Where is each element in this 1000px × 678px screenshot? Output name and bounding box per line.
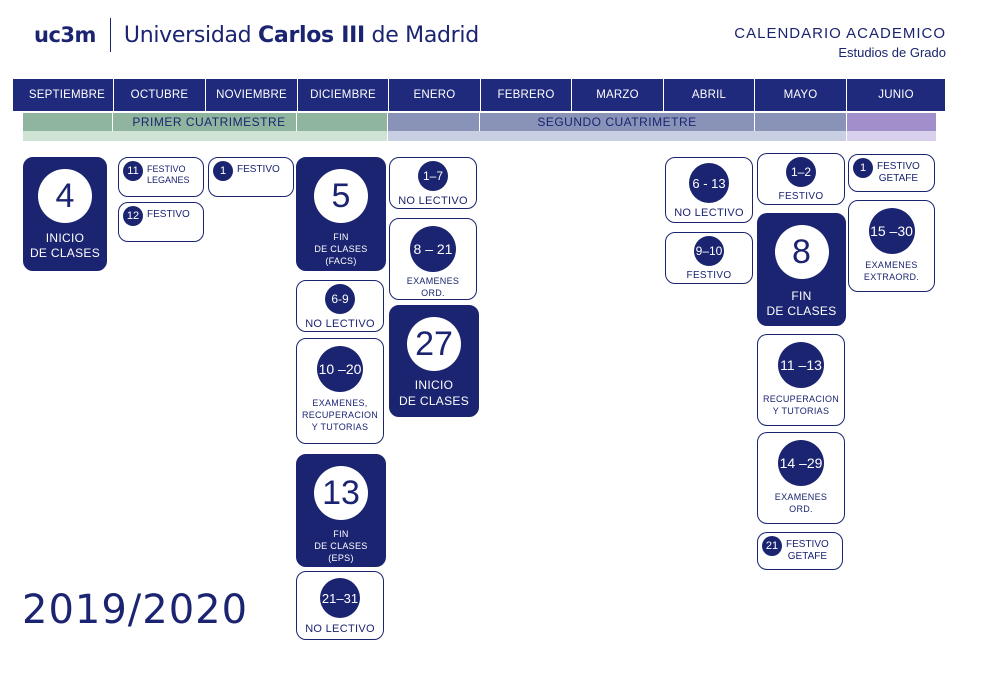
- event-day-badge: 1: [213, 161, 233, 181]
- event-jan-1-7-no-teaching: 1–7 NO LECTIVO: [389, 157, 477, 209]
- event-day-badge: 27: [407, 317, 461, 371]
- event-label: FESTIVO: [237, 164, 280, 175]
- event-day-badge: 6-9: [325, 284, 355, 314]
- logo-mark: uc3m: [34, 23, 96, 47]
- month-december: DICIEMBRE: [297, 79, 388, 111]
- month-november: NOVIEMBRE: [205, 79, 297, 111]
- event-nov-1-holiday: 1 FESTIVO: [208, 157, 294, 197]
- event-label: FESTIVO: [778, 191, 824, 202]
- event-apr-9-10-holiday: 9–10 FESTIVO: [665, 232, 753, 284]
- month-march: MARZO: [571, 79, 663, 111]
- month-february: FEBRERO: [480, 79, 571, 111]
- event-label: NO LECTIVO: [305, 623, 375, 635]
- uc3m-logo: uc3m Universidad Carlos III de Madrid: [34, 18, 479, 52]
- logo-text-part-1: Universidad: [123, 22, 259, 48]
- month-june: JUNIO: [846, 79, 945, 111]
- event-label: NO LECTIVO: [398, 195, 468, 207]
- event-day-badge: 21: [762, 536, 782, 556]
- event-label: NO LECTIVO: [674, 207, 744, 219]
- second-term-bar-strip: [388, 131, 846, 141]
- event-dec-21-31-no-teaching: 21–31 NO LECTIVO: [296, 571, 384, 640]
- event-label: FESTIVO: [686, 270, 732, 281]
- event-day-badge: 9–10: [694, 236, 724, 266]
- june-term-bar-strip: [847, 131, 936, 141]
- event-dec-6-9-no-teaching: 6-9 NO LECTIVO: [296, 280, 384, 332]
- event-oct-12-holiday: 12 FESTIVO: [118, 202, 204, 242]
- month-september: SEPTIEMBRE: [28, 89, 106, 101]
- event-day-badge: 6 - 13: [689, 163, 729, 203]
- term-divider: [296, 113, 297, 131]
- academic-year: 2019/2020: [22, 587, 249, 633]
- event-apr-6-13-no-teaching: 6 - 13 NO LECTIVO: [665, 157, 753, 223]
- logo-text-part-2: Carlos III: [258, 22, 365, 48]
- event-day-badge: 21–31: [320, 578, 360, 618]
- june-term-bar: [847, 113, 936, 131]
- event-day-badge: 1–2: [786, 157, 816, 187]
- event-day-badge: 8 – 21: [410, 226, 456, 272]
- event-label: NO LECTIVO: [305, 318, 375, 330]
- calendar-subtitle: Estudios de Grado: [838, 45, 946, 60]
- term-divider: [112, 113, 113, 131]
- event-may-1-2-holiday: 1–2 FESTIVO: [757, 153, 845, 205]
- first-term-label: PRIMER CUATRIMESTRE: [132, 115, 286, 129]
- event-day-badge: 1: [853, 158, 873, 178]
- event-day-badge: 10 –20: [317, 346, 363, 392]
- logo-text: Universidad Carlos III de Madrid: [124, 23, 479, 48]
- month-april: ABRIL: [663, 79, 754, 111]
- first-term-bar-strip: [23, 131, 387, 141]
- calendar-title-block: CALENDARIO ACADEMICO Estudios de Grado: [734, 25, 946, 60]
- event-day-badge: 15 –30: [868, 208, 915, 254]
- month-january: ENERO: [388, 79, 480, 111]
- event-day-badge: 11: [123, 161, 143, 181]
- event-day-badge: 11 –13: [778, 342, 824, 388]
- month-october: OCTUBRE: [113, 79, 205, 111]
- term-divider: [754, 113, 755, 131]
- month-may: MAYO: [754, 79, 846, 111]
- event-day-badge: 14 –29: [778, 440, 824, 486]
- event-day-badge: 5: [314, 169, 368, 223]
- month-header-bar: SEPTIEMBRE OCTUBRE NOVIEMBRE DICIEMBRE E…: [13, 79, 945, 111]
- second-term-label: SEGUNDO CUATRIMETRE: [537, 115, 697, 129]
- event-day-badge: 12: [123, 206, 143, 226]
- logo-divider: [109, 18, 111, 52]
- event-day-badge: 8: [774, 225, 829, 279]
- logo-text-part-3: de Madrid: [364, 22, 480, 48]
- event-day-badge: 4: [38, 169, 92, 223]
- second-term-bar: SEGUNDO CUATRIMETRE: [388, 113, 846, 131]
- calendar-title: CALENDARIO ACADEMICO: [734, 25, 946, 42]
- term-divider: [479, 113, 480, 131]
- first-term-bar: PRIMER CUATRIMESTRE: [23, 113, 387, 131]
- event-day-badge: 13: [314, 466, 368, 520]
- event-label: FESTIVO: [147, 209, 190, 220]
- event-day-badge: 1–7: [418, 161, 448, 191]
